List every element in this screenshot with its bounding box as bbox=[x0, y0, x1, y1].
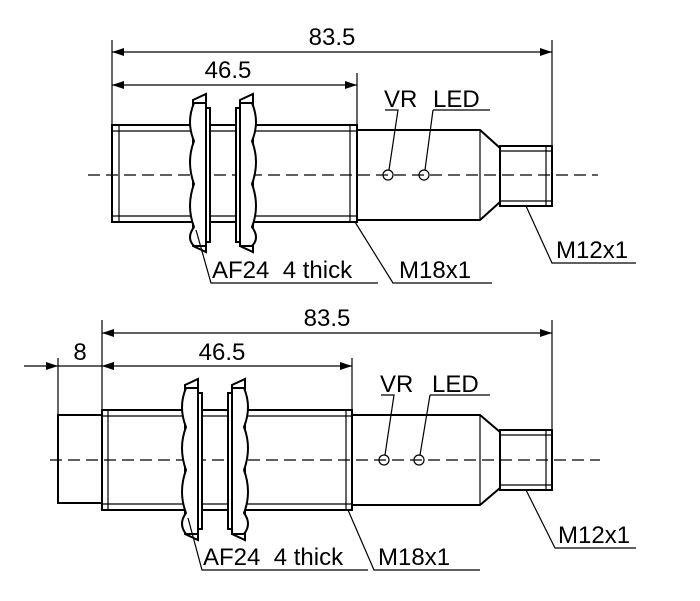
nut-label: AF24 4 thick bbox=[212, 257, 353, 284]
hex-nut-1 bbox=[189, 92, 211, 254]
vr-potentiometer-hole bbox=[382, 169, 394, 181]
connector bbox=[499, 145, 553, 207]
hex-nut-1 bbox=[181, 377, 203, 542]
overall-length-label: 83.5 bbox=[304, 305, 351, 332]
led-label: LED bbox=[432, 371, 479, 398]
sensor-drawing-flush: 83.5 46.5 VR LED AF24 4 thick M18x1 M12x… bbox=[88, 24, 636, 284]
thread-leader bbox=[354, 221, 492, 284]
hex-nut-2 bbox=[235, 92, 257, 254]
sensor-drawing-nonflush: 83.5 46.5 8 VR LED AF24 4 thick M18x1 M1… bbox=[24, 305, 636, 571]
threaded-body bbox=[111, 124, 358, 223]
connector-label: M12x1 bbox=[558, 522, 630, 549]
vr-potentiometer-hole bbox=[378, 454, 390, 466]
led-label: LED bbox=[433, 86, 480, 113]
nut-leader bbox=[187, 517, 368, 571]
connector-label: M12x1 bbox=[556, 237, 628, 264]
thread-label: M18x1 bbox=[399, 257, 471, 284]
led-indicator-hole bbox=[413, 454, 425, 466]
vr-label: VR bbox=[380, 371, 413, 398]
thread-label: M18x1 bbox=[378, 544, 450, 571]
vr-leader bbox=[385, 109, 399, 171]
connector-leader bbox=[525, 489, 636, 549]
vr-leader bbox=[381, 394, 395, 456]
overall-length-label: 83.5 bbox=[309, 24, 356, 51]
nut-leader bbox=[195, 229, 378, 284]
thread-length-label: 46.5 bbox=[199, 339, 246, 366]
nut-label: AF24 4 thick bbox=[203, 544, 344, 571]
vr-label: VR bbox=[384, 86, 417, 113]
thread-length-label: 46.5 bbox=[205, 57, 252, 84]
thread-leader bbox=[347, 509, 480, 571]
led-indicator-hole bbox=[418, 169, 430, 181]
front-length-label: 8 bbox=[73, 339, 86, 366]
hex-nut-2 bbox=[227, 377, 249, 542]
connector-leader bbox=[525, 205, 636, 264]
sensing-face bbox=[57, 414, 103, 504]
